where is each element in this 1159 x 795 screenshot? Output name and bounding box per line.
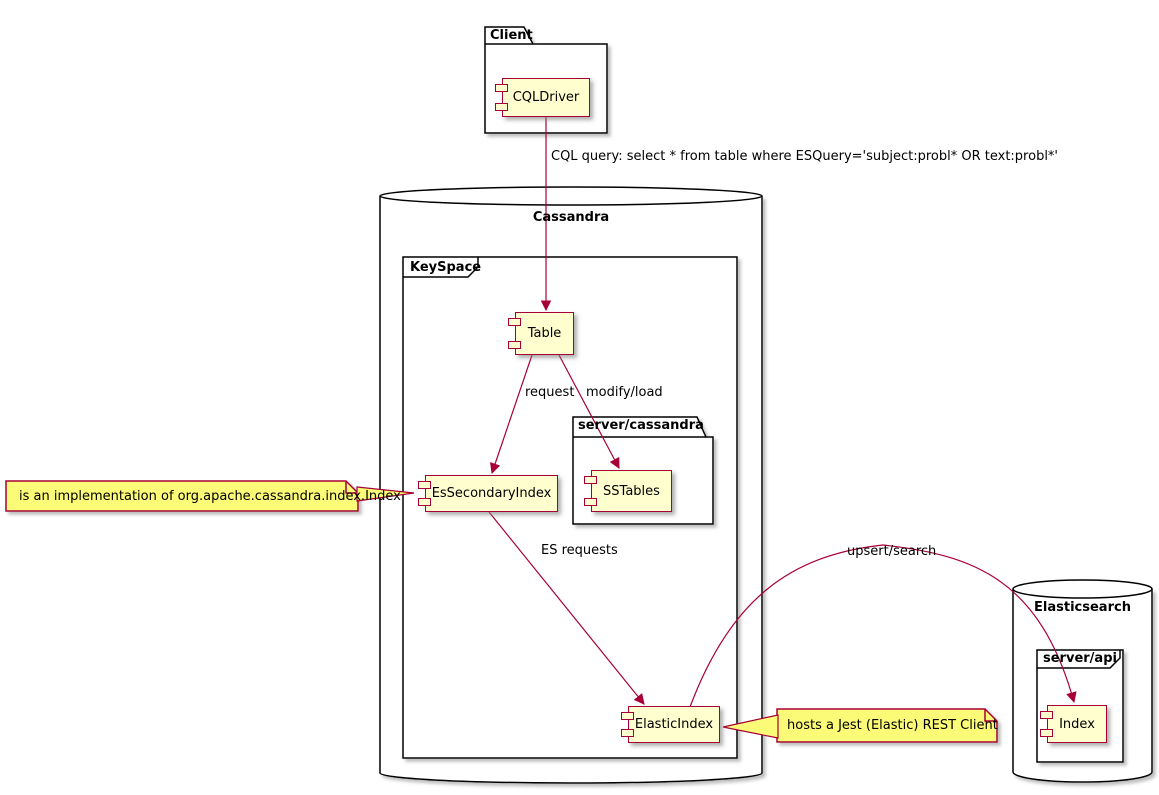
component-port-icon [1040, 711, 1053, 719]
note-left-pointer [356, 486, 415, 502]
component-es-secondary-index-label: EsSecondaryIndex [431, 486, 552, 501]
edge-label-cql-query: CQL query: select * from table where ESQ… [551, 149, 1059, 164]
edge-label-request: request [525, 385, 575, 400]
note-right-pointer [722, 714, 779, 739]
server-cassandra-folder-title: server/cassandra [578, 418, 704, 433]
component-elastic-index-label: ElasticIndex [634, 717, 714, 732]
component-port-icon [621, 712, 634, 720]
component-port-icon [495, 103, 508, 111]
arrow-essecondaryindex-to-elasticindex [488, 511, 645, 705]
elasticsearch-database-title: Elasticsearch [1034, 600, 1131, 615]
note-elastic-index [722, 708, 998, 743]
edge-label-upsert-search: upsert/search [847, 544, 937, 559]
component-port-icon [418, 481, 431, 489]
component-port-icon [584, 498, 597, 506]
arrow-table-to-essecondaryindex [490, 354, 533, 475]
client-package-title: Client [490, 28, 533, 43]
keyspace-frame-title: KeySpace [410, 260, 482, 275]
component-elastic-index: ElasticIndex [621, 706, 720, 743]
note-elastic-index-text: hosts a Jest (Elastic) REST Client [787, 718, 998, 733]
component-es-secondary-index: EsSecondaryIndex [418, 475, 558, 512]
arrow-elasticindex-to-index [689, 544, 1077, 708]
component-port-icon [508, 318, 521, 326]
component-port-icon [418, 498, 431, 506]
component-sstables-label: SSTables [603, 483, 660, 499]
component-index: Index [1040, 705, 1107, 743]
component-cqldriver-label: CQLDriver [512, 90, 580, 105]
component-cqldriver: CQLDriver [495, 78, 590, 117]
component-table-label: Table [527, 326, 562, 341]
note-es-secondary-index-text: is an implementation of org.apache.cassa… [19, 488, 401, 504]
edge-label-es-requests: ES requests [541, 543, 618, 558]
component-port-icon [584, 476, 597, 484]
component-table: Table [508, 312, 574, 355]
component-port-icon [1040, 729, 1053, 737]
component-sstables: SSTables [584, 470, 672, 512]
component-port-icon [621, 729, 634, 737]
note-es-secondary-index [5, 480, 415, 512]
server-api-frame-title: server/api [1043, 651, 1117, 666]
component-port-icon [508, 341, 521, 349]
edge-label-modify-load: modify/load [586, 385, 663, 400]
cassandra-database-title: Cassandra [532, 210, 610, 225]
component-index-label: Index [1059, 716, 1095, 732]
component-port-icon [495, 84, 508, 92]
arrow-table-to-sstables [558, 354, 620, 469]
